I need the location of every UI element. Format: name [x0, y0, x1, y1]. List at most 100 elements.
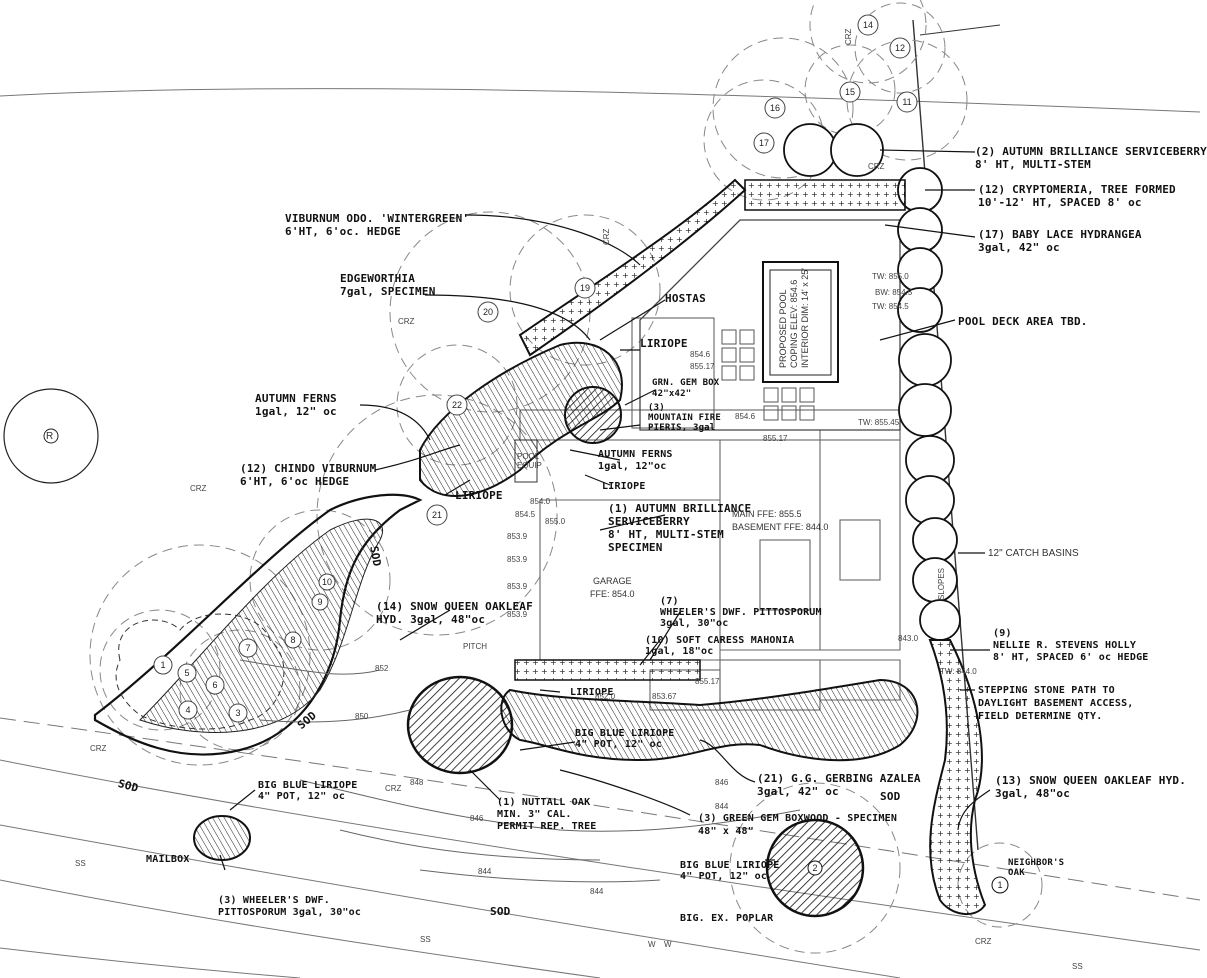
elev-15: 853.9: [507, 610, 528, 619]
tree-num-6: 6: [212, 680, 218, 690]
tree-num-2: 2: [812, 863, 818, 873]
tree-num-12: 12: [894, 43, 905, 53]
utility-ss-1: SS: [75, 859, 86, 868]
utility-w-2: W: [664, 940, 672, 949]
elev-8: 855.17: [763, 434, 788, 443]
label-poplar: BIG. EX. POPLAR: [680, 913, 774, 924]
elev-6: 855.17: [690, 362, 715, 371]
grn-gem-box: [564, 386, 622, 444]
tree-num-22: 22: [451, 400, 462, 410]
tree-num-3: 3: [235, 708, 241, 718]
label-liriope-b: LIRIOPE: [455, 489, 503, 502]
label-catch-basins: 12" CATCH BASINS: [988, 548, 1079, 559]
tree-num-14: 14: [862, 20, 873, 30]
elev-19: 852.0: [595, 692, 616, 701]
tree-num-15: 15: [844, 87, 855, 97]
contour-850: 850: [355, 712, 369, 721]
crz-8: CRZ: [975, 937, 992, 946]
tree-num-20: 20: [482, 307, 493, 317]
crz-1: CRZ: [844, 28, 853, 45]
pool-deck: [639, 219, 901, 431]
utility-ss-2: SS: [420, 935, 431, 944]
leaders: [219, 149, 991, 871]
hydrangea-row: [744, 179, 906, 211]
label-pitch: PITCH: [463, 642, 487, 651]
tree-num-8: 8: [290, 635, 296, 645]
elev-3: TW: 854.5: [872, 302, 909, 311]
tree-num-19: 19: [579, 283, 590, 293]
elev-4: TW: 855.45: [858, 418, 900, 427]
pool-rect: [762, 261, 839, 383]
label-sod-4: SOD: [880, 790, 901, 803]
holly-path: [928, 639, 987, 915]
label-pool-deck: POOL DECK AREA TBD.: [958, 315, 1088, 328]
tree-num-21: 21: [431, 510, 442, 520]
contour-846: 846: [470, 814, 484, 823]
cryptomeria-row: [897, 167, 961, 641]
elev-2: BW: 854.5: [875, 288, 913, 297]
contour-852: 852: [375, 664, 389, 673]
contour-848: 848: [410, 778, 424, 787]
contour-846b: 846: [715, 778, 729, 787]
elev-17: TW: 844.0: [940, 667, 977, 676]
crz-7: CRZ: [385, 784, 402, 793]
label-hostas: HOSTAS: [665, 292, 706, 305]
contours: [239, 659, 801, 883]
elev-14: 853.9: [507, 582, 528, 591]
label-liriope-a: LIRIOPE: [640, 337, 688, 350]
crz-6: CRZ: [90, 744, 107, 753]
label-liriope-d: LIRIOPE: [570, 687, 614, 698]
crz-4: CRZ: [398, 317, 415, 326]
utility-ss-3: SS: [1072, 962, 1083, 971]
fern-bed: [419, 341, 623, 497]
label-sod-5: SOD: [490, 905, 511, 918]
tree-num-16: 16: [769, 103, 780, 113]
utility-w-1: W: [648, 940, 656, 949]
elev-7: 854.6: [735, 412, 756, 421]
contour-844: 844: [478, 867, 492, 876]
contour-844b: 844: [715, 802, 729, 811]
mailbox-bed: [193, 815, 251, 861]
elev-16: 843.0: [898, 634, 919, 643]
elev-13: 853.9: [507, 555, 528, 564]
elev-1: TW: 855.0: [872, 272, 909, 281]
elev-9: 854.0: [530, 497, 551, 506]
label-slopes: SLOPES: [937, 567, 946, 600]
tree-num-7: 7: [245, 643, 251, 653]
label-pittosporum-low: (3) WHEELER'S DWF.PITTOSPORUM 3gal, 30"o…: [218, 895, 362, 918]
tree-num-11: 11: [902, 97, 912, 107]
elev-20: 853.67: [652, 692, 677, 701]
patio-box: [631, 317, 715, 429]
elev-11: 854.5: [515, 510, 536, 519]
r-marker-circle: [3, 388, 99, 484]
tree-num-4: 4: [185, 705, 191, 715]
tree-num-5: 5: [184, 668, 190, 678]
pavers: [721, 329, 815, 421]
tree-number-circles: [153, 14, 918, 723]
tree-num-10: 10: [321, 577, 332, 587]
label-liriope-c: LIRIOPE: [602, 481, 646, 492]
